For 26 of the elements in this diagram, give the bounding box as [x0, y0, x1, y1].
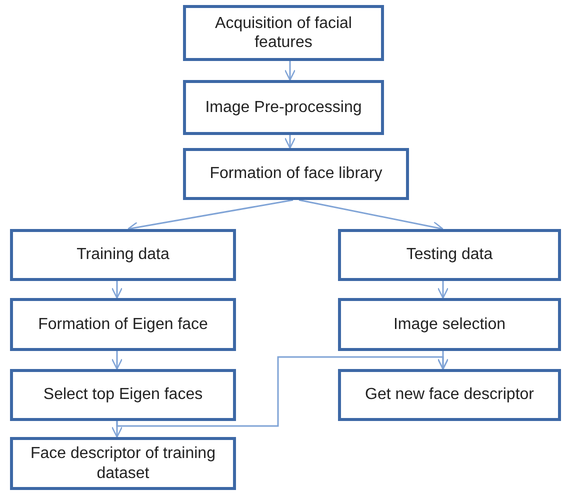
box-label: Training data	[76, 245, 170, 265]
arrow	[111, 281, 123, 299]
process-box	[183, 5, 384, 61]
process-box	[183, 148, 409, 200]
arrow	[284, 135, 296, 149]
box-label: Formation of face library	[208, 164, 384, 184]
process-box	[338, 369, 561, 421]
box-label: Testing data	[405, 245, 494, 265]
box-label: Get new face descriptor	[364, 385, 535, 405]
process-box	[10, 298, 236, 351]
process-box	[10, 437, 236, 490]
box-label: Formation of Eigen face	[37, 314, 209, 334]
box-label: Image Pre-processing	[204, 98, 363, 118]
box-label: Acquisition of facial features	[214, 14, 353, 52]
box-label: Image selection	[392, 314, 507, 334]
process-box	[338, 229, 561, 281]
process-box	[183, 80, 384, 135]
process-box	[338, 298, 561, 351]
box-label: Select top Eigen faces	[42, 385, 204, 405]
arrow	[111, 351, 123, 370]
arrow	[116, 356, 449, 427]
box-label: Face descriptor of training dataset	[30, 444, 216, 483]
process-box	[10, 229, 236, 281]
arrow	[437, 281, 449, 299]
process-box	[10, 369, 236, 421]
arrow	[284, 61, 296, 81]
